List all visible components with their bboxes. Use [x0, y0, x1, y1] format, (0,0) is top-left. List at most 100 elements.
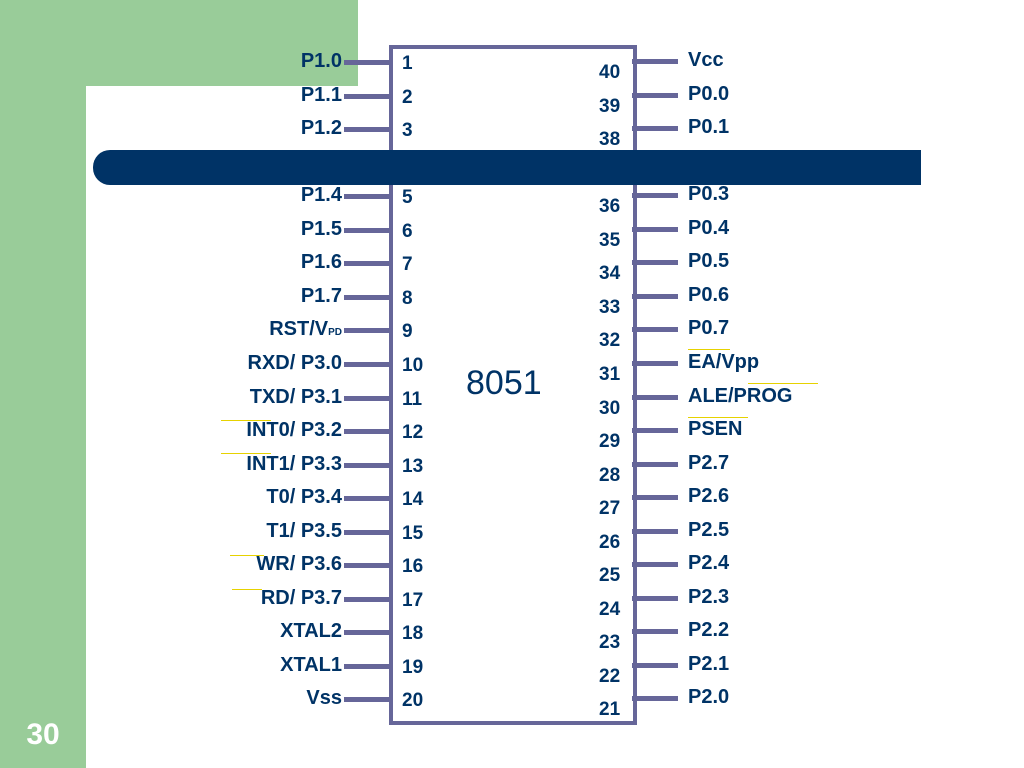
left-pin-name: WR/ P3.6	[180, 553, 342, 575]
left-pin-name: P1.0	[180, 50, 342, 72]
right-pin-name: P2.7	[688, 451, 730, 474]
right-pin-name: P0.5	[688, 250, 730, 273]
right-pin-number: 38	[599, 129, 621, 151]
chip-label: 8051	[466, 364, 542, 402]
right-pin-name: Vcc	[688, 49, 724, 71]
pin-name-text: RST/V	[269, 318, 329, 341]
pin-name-text: P1.4	[300, 184, 342, 207]
right-pin-number: 29	[599, 431, 621, 453]
pin-name-text: P1.7	[300, 284, 342, 307]
right-pin-name: PSEN	[688, 418, 743, 441]
left-pin-number: 14	[402, 489, 424, 511]
right-pin-line	[632, 495, 678, 501]
left-pin-number: 19	[402, 656, 424, 678]
left-pin-number: 6	[402, 220, 413, 242]
right-pin-name: P0.0	[688, 82, 730, 105]
right-pin-line	[632, 562, 678, 568]
pin-name-text: RD/ P3.7	[260, 586, 342, 609]
right-pin-line	[632, 461, 678, 467]
right-pin-number: 26	[599, 531, 621, 553]
left-pin-number: 15	[402, 522, 424, 544]
right-pin-name: P0.4	[688, 216, 730, 239]
left-pin-name: Vss	[180, 687, 342, 709]
left-pin-number: 18	[402, 623, 424, 645]
overline-mark	[221, 420, 271, 421]
left-pin-number: 3	[402, 120, 413, 142]
pin-name-text: P1.1	[300, 83, 342, 106]
left-pin-name: RD/ P3.7	[180, 587, 342, 609]
left-pin-name: P1.4	[180, 184, 342, 206]
pin-name-text: T0/ P3.4	[266, 486, 342, 509]
left-pin-number: 11	[402, 388, 423, 410]
pin-name-text: P1.2	[300, 117, 342, 140]
right-pin-line	[632, 428, 678, 434]
pin-name-text: P1.0	[300, 50, 342, 72]
right-pin-number: 35	[599, 229, 621, 251]
pin-name-text: RXD/ P3.0	[247, 351, 342, 374]
right-pin-number: 23	[599, 632, 621, 654]
right-pin-number: 28	[599, 464, 621, 486]
pin-name-text: INT0/ P3.2	[246, 419, 342, 442]
left-pin-name: T0/ P3.4	[180, 486, 342, 508]
slide-top-band	[0, 0, 358, 86]
left-pin-line	[344, 697, 390, 703]
left-pin-name: INT1/ P3.3	[180, 453, 342, 475]
right-pin-number: 21	[599, 699, 621, 721]
right-pin-line	[632, 92, 678, 98]
right-pin-number: 40	[599, 62, 621, 83]
slide-sidebar-band	[0, 0, 86, 768]
right-pin-line	[632, 327, 678, 333]
left-pin-name: RST/VPD	[180, 318, 342, 344]
left-pin-number: 8	[402, 287, 413, 309]
right-pin-name: P0.3	[688, 183, 730, 206]
left-pin-name: P1.7	[180, 285, 342, 307]
left-pin-name: T1/ P3.5	[180, 520, 342, 542]
right-pin-name: P2.2	[688, 619, 730, 642]
left-pin-line	[344, 261, 390, 267]
left-pin-name: XTAL1	[180, 654, 342, 676]
slide-number: 30	[26, 718, 60, 751]
left-pin-line	[344, 630, 390, 636]
left-pin-number: 7	[402, 254, 413, 276]
right-pin-name: P2.1	[688, 652, 730, 675]
pin-name-text: Vss	[306, 687, 342, 710]
left-pin-name: P1.5	[180, 218, 342, 240]
left-pin-number: 17	[402, 589, 424, 611]
left-pin-line	[344, 227, 390, 233]
overline-mark	[232, 589, 262, 590]
left-pin-line	[344, 361, 390, 367]
right-pin-name: P0.7	[688, 317, 730, 340]
right-pin-line	[632, 293, 678, 299]
right-pin-number: 30	[599, 397, 621, 419]
left-pin-line	[344, 563, 390, 569]
right-pin-line	[632, 226, 678, 232]
left-pin-line	[344, 328, 390, 334]
left-pin-name: P1.2	[180, 117, 342, 139]
pin-name-text: TXD/ P3.1	[249, 385, 342, 408]
left-pin-line	[344, 127, 390, 133]
left-pin-line	[344, 194, 390, 200]
right-pin-name: P0.1	[688, 116, 730, 139]
left-pin-number: 2	[402, 86, 413, 108]
overline-mark	[688, 349, 730, 350]
pin-name-text: WR/ P3.6	[256, 553, 342, 576]
left-pin-line	[344, 529, 390, 535]
right-pin-line	[632, 595, 678, 601]
right-pin-name: P0.6	[688, 283, 730, 306]
right-pin-line	[632, 394, 678, 400]
right-pin-name: P2.4	[688, 552, 730, 575]
pin-name-text: XTAL1	[280, 653, 342, 676]
right-pin-line	[632, 629, 678, 635]
pin-name-text: P1.5	[300, 217, 342, 240]
right-pin-number: 27	[599, 498, 621, 520]
left-pin-name: XTAL2	[180, 620, 342, 642]
left-pin-line	[344, 60, 390, 65]
pin-name-text: INT1/ P3.3	[246, 452, 342, 475]
left-pin-line	[344, 496, 390, 502]
overline-mark	[221, 453, 271, 454]
right-pin-name: P2.0	[688, 686, 730, 709]
left-pin-number: 10	[402, 354, 424, 376]
right-pin-number: 34	[599, 263, 621, 285]
right-pin-line	[632, 696, 678, 702]
title-bar	[93, 150, 921, 185]
